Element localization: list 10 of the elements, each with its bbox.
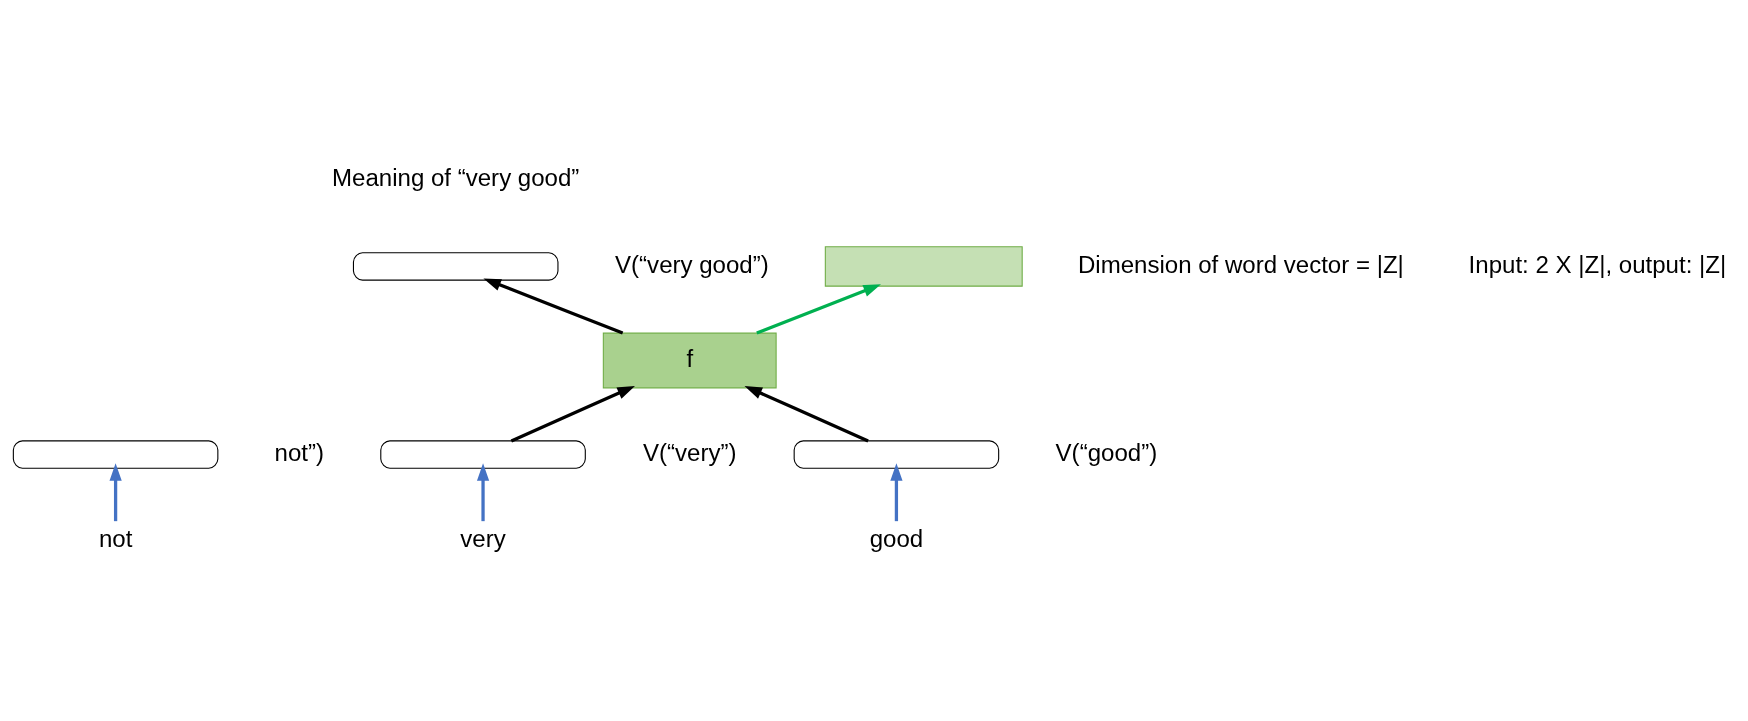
label: Input: 2 X |Z|, output: |Z|	[1468, 250, 1727, 278]
node-label: V(“good”)	[1055, 438, 1158, 466]
node-label: not”)	[274, 438, 325, 466]
node-label: V(“very good”)	[615, 250, 769, 278]
node-label: Meaning of “very good”	[332, 164, 580, 192]
node-label: V(“very”)	[642, 438, 737, 466]
node-text: very	[460, 525, 506, 553]
node-text: good	[869, 525, 924, 553]
label: Dimension of word vector = |Z|	[1077, 250, 1404, 278]
node-text: not	[98, 525, 133, 553]
